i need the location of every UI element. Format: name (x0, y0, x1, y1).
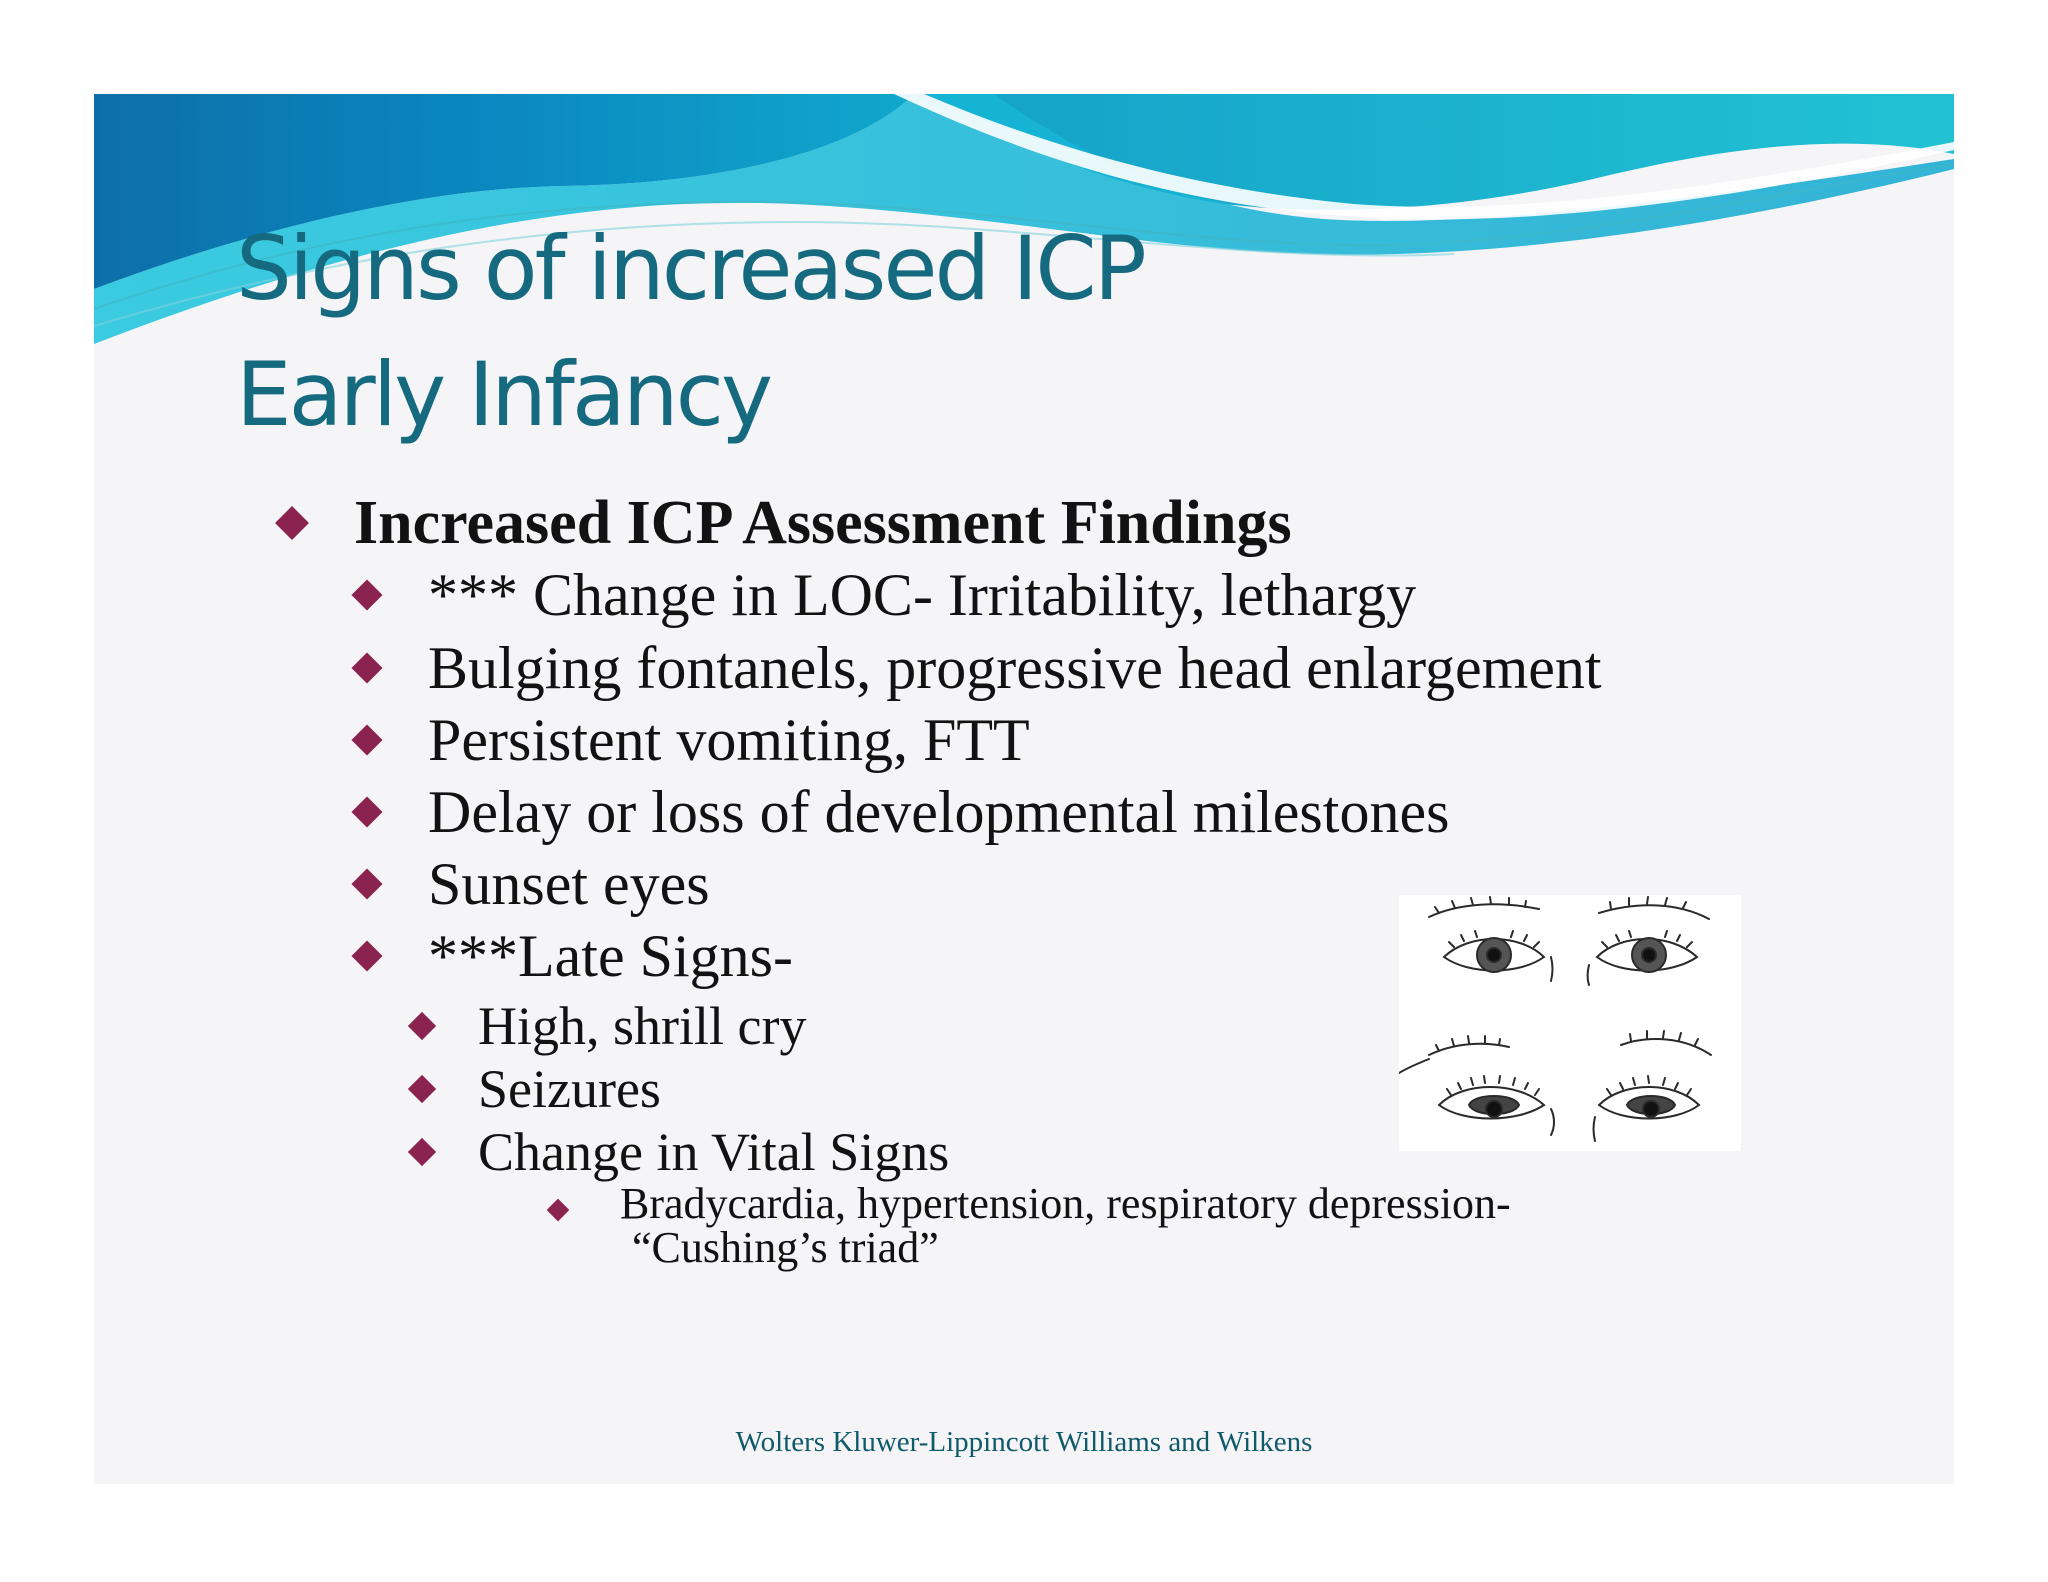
bullet-item: Increased ICP Assessment Findings (275, 486, 1292, 560)
bullet-text: Seizures (478, 1059, 661, 1119)
diamond-bullet-icon (351, 724, 383, 756)
bullet-text: Increased ICP Assessment Findings (354, 488, 1292, 557)
bullet-item: Change in Vital Signs (407, 1120, 950, 1184)
bullet-item: Bulging fontanels, progressive head enla… (351, 632, 1602, 704)
bullet-list: Increased ICP Assessment Findings *** Ch… (94, 94, 1954, 1484)
wave-banner (94, 94, 1954, 344)
bullet-item: *** Change in LOC- Irritability, letharg… (351, 559, 1417, 631)
bullet-text-line-2: “Cushing’s triad” (632, 1223, 939, 1272)
diamond-bullet-icon (351, 868, 383, 900)
bullet-text: Sunset eyes (428, 850, 710, 917)
bullet-item: Bradycardia, hypertension, respiratory d… (546, 1182, 1511, 1278)
bullet-text: Change in Vital Signs (478, 1122, 950, 1182)
diamond-bullet-icon (351, 652, 383, 684)
diamond-bullet-icon (546, 1198, 570, 1222)
bullet-item: Persistent vomiting, FTT (351, 704, 1030, 776)
diamond-bullet-icon (351, 579, 383, 611)
diamond-bullet-icon (275, 506, 309, 540)
bullet-item: Seizures (407, 1057, 661, 1121)
diamond-bullet-icon (407, 1074, 437, 1104)
bullet-text: Delay or loss of developmental milestone… (428, 778, 1450, 845)
diamond-bullet-icon (351, 940, 383, 972)
bullet-text-line-1: Bradycardia, hypertension, respiratory d… (620, 1179, 1511, 1228)
bullet-text: High, shrill cry (478, 996, 807, 1056)
title-line-2: Early Infancy (236, 343, 773, 446)
sunset-eyes-illustration (1399, 895, 1741, 1151)
bullet-text: Bulging fontanels, progressive head enla… (428, 634, 1602, 701)
title-line-1: Signs of increased ICP (236, 217, 1147, 320)
bullet-item: ***Late Signs- (351, 920, 793, 992)
diamond-bullet-icon (407, 1011, 437, 1041)
slide: Signs of increased ICP Early Infancy Inc… (94, 94, 1954, 1484)
bullet-item: High, shrill cry (407, 994, 807, 1058)
diamond-bullet-icon (351, 796, 383, 828)
source-credit: Wolters Kluwer-Lippincott Williams and W… (735, 1426, 1313, 1458)
bullet-text: Persistent vomiting, FTT (428, 706, 1030, 773)
bullet-item: Sunset eyes (351, 848, 710, 920)
bullet-item: Delay or loss of developmental milestone… (351, 776, 1450, 848)
bullet-text: Bradycardia, hypertension, respiratory d… (620, 1182, 1511, 1270)
diamond-bullet-icon (407, 1137, 437, 1167)
bullet-text: ***Late Signs- (428, 922, 793, 989)
slide-title: Signs of increased ICP Early Infancy (236, 206, 1147, 458)
bullet-text: *** Change in LOC- Irritability, letharg… (428, 561, 1417, 628)
